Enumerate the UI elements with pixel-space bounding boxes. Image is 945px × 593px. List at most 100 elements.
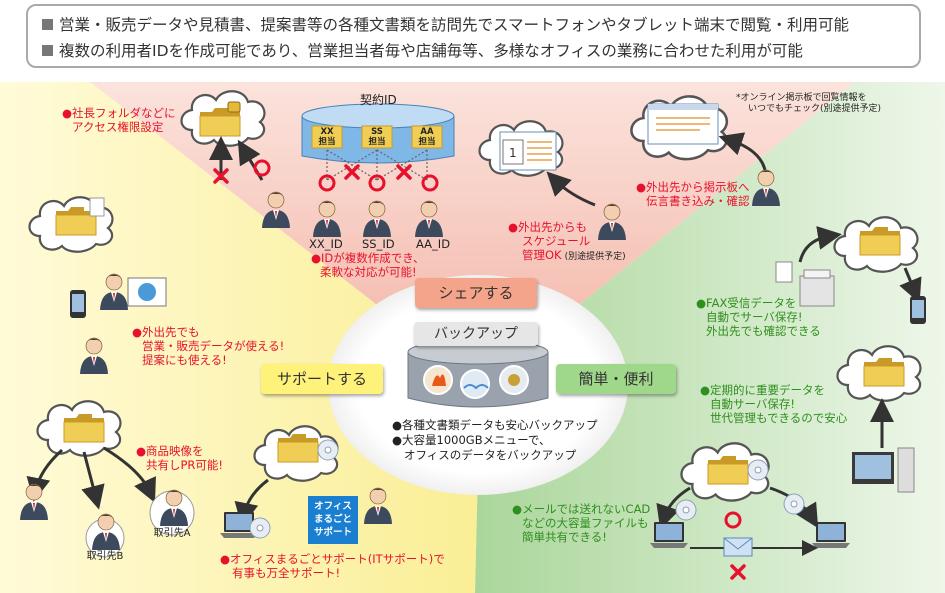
- arrow-icon: [718, 132, 767, 171]
- fax-note-1: ●FAX受信データを: [696, 296, 797, 310]
- disc-icon: [249, 517, 271, 539]
- backup-pill: バックアップ: [414, 322, 538, 346]
- access-note-2: アクセス権限設定: [72, 120, 164, 134]
- folder-icon: [859, 226, 901, 256]
- disc-icon: [675, 499, 697, 521]
- header-box: 営業・販売データや見積書、提案書等の各種文書類を訪問先でスマートフォンやタブレッ…: [26, 4, 921, 68]
- ng-mark-icon: [396, 164, 412, 180]
- board-note-2: 伝言書き込み・確認: [646, 194, 750, 208]
- desktop-tower-icon: [897, 447, 915, 493]
- backup-note-2: ●大容量1000GBメニューで、: [392, 433, 551, 447]
- user-id-aa: AA_ID: [416, 237, 451, 251]
- support-sector: [0, 82, 480, 593]
- disc-icon: [317, 439, 339, 461]
- cad-note-2: などの大容量ファイルも: [522, 516, 649, 530]
- user-id-xx: XX_ID: [309, 237, 343, 251]
- document-icon: [775, 261, 793, 283]
- video-note-1: ●商品映像を: [136, 444, 204, 458]
- folder-icon: [63, 413, 105, 443]
- board-top-note-1: *オンライン掲示板で回覧情報を: [736, 93, 867, 103]
- person-aa-icon: [414, 200, 444, 238]
- disc-icon: [783, 493, 805, 515]
- header-line-2: 複数の利用者IDを作成可能であり、営業担当者毎や店舗毎等、多様なオフィスの業務に…: [42, 39, 803, 61]
- smartphone-icon: [70, 290, 86, 318]
- id-note-2: 柔軟な対応が可能!: [320, 265, 417, 279]
- schedule-note-3: 管理OK(別途提供予定): [522, 248, 626, 262]
- id-note-1: ●IDが複数作成でき、: [311, 251, 425, 265]
- access-note-1: ●社長フォルダなどに: [62, 106, 176, 120]
- mobile-note-2: 営業・販売データが使える!: [142, 339, 285, 353]
- office-badge-text: オフィス まるごと サポート: [313, 501, 352, 538]
- client-a-label: 取引先A: [153, 528, 191, 539]
- arrow-icon: [81, 451, 105, 510]
- support-staff-icon: [363, 487, 393, 525]
- document-icon: [89, 197, 105, 217]
- fax-note-3: 外出先でも確認できる: [706, 324, 821, 338]
- periodic-note-3: 世代管理もできるので安心: [710, 411, 848, 425]
- it-note-2: 有事も万全サポート!: [232, 566, 341, 580]
- it-note-1: ●オフィスまるごとサポート(ITサポート)で: [220, 552, 445, 566]
- cad-note-3: 簡単共有できる!: [522, 530, 607, 544]
- arrow-icon: [798, 226, 842, 263]
- folder-ss-icon: [361, 125, 393, 149]
- office-support-badge: [308, 496, 358, 544]
- board-note-1: ●外出先から掲示板へ: [636, 180, 750, 194]
- share-pill: シェアする: [415, 278, 537, 308]
- share-sector: [90, 82, 855, 385]
- periodic-note-1: ●定期的に重要データを: [700, 383, 826, 397]
- smartphone-icon: [910, 296, 926, 324]
- mail-envelope-icon: [723, 537, 753, 557]
- mobile-note-1: ●外出先でも: [132, 325, 200, 339]
- bullet-square-icon: [42, 45, 53, 56]
- ok-mark-icon: [724, 511, 742, 529]
- bullet-square-icon: [42, 19, 53, 30]
- folder-xx-icon: [311, 125, 343, 149]
- person-icon: [751, 169, 781, 207]
- arrow-icon: [234, 478, 269, 527]
- backup-note-3: オフィスのデータをバックアップ: [404, 448, 577, 462]
- ok-mark-icon: [421, 174, 439, 192]
- folder-icon: [707, 455, 749, 485]
- contract-id-label: 契約ID: [360, 93, 397, 107]
- access-lines: [326, 149, 428, 181]
- support-pill: サポートする: [261, 364, 383, 394]
- arrow-icon: [103, 446, 156, 503]
- calendar-day: 1: [509, 146, 517, 160]
- header-line-1: 営業・販売データや見積書、提案書等の各種文書類を訪問先でスマートフォンやタブレッ…: [42, 13, 849, 35]
- cad-note-1: ●メールでは送れないCAD: [512, 502, 651, 516]
- board-top-note-2: いつでもチェック(別途提供予定): [748, 104, 882, 114]
- flood-icon: [460, 369, 490, 399]
- client-b-label: 取引先B: [86, 551, 124, 562]
- fax-machine-icon: [799, 275, 835, 307]
- mobile-note-3: 提案にも使える!: [142, 353, 227, 367]
- folder-aa-icon: [411, 125, 443, 149]
- person-xx-icon: [312, 200, 342, 238]
- schedule-note-1: ●外出先からも: [508, 220, 588, 234]
- arrow-icon: [656, 486, 691, 530]
- arrow-icon: [26, 448, 64, 502]
- ng-mark-icon: [344, 164, 360, 180]
- laptop-icon: [812, 522, 850, 548]
- person-ss-icon: [362, 200, 392, 238]
- backup-note-1: ●各種文書類データも安心バックアップ: [392, 418, 598, 432]
- video-note-2: 共有しPR可能!: [146, 458, 224, 472]
- user-id-ss: SS_ID: [362, 237, 395, 251]
- easy-pill: 簡単・便利: [556, 364, 676, 394]
- folder-icon: [863, 357, 905, 387]
- ng-mark-icon: [730, 564, 746, 580]
- schedule-note-2: スケジュール: [522, 234, 591, 248]
- periodic-note-2: 自動サーバ保存!: [710, 397, 795, 411]
- ok-mark-icon: [253, 159, 271, 177]
- easy-sector: [475, 82, 945, 593]
- fax-note-2: 自動でサーバ保存!: [706, 310, 803, 324]
- folder-icon: [277, 433, 319, 463]
- person-phone-icon: [79, 337, 109, 375]
- person-icon: [597, 203, 627, 241]
- disc-icon: [747, 459, 769, 481]
- person-icon: [99, 273, 129, 311]
